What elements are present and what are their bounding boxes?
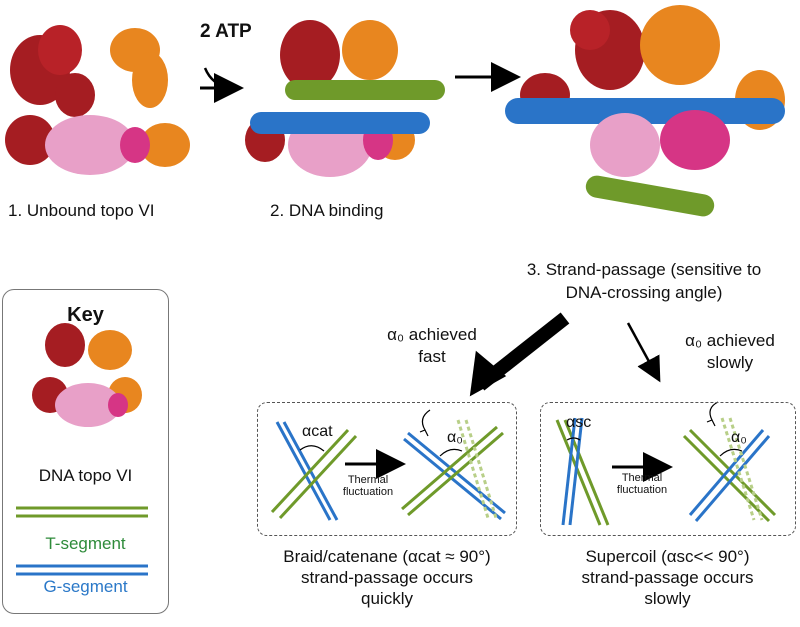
slow-branch-line-2: slowly (706, 353, 754, 372)
step-2-label: 2. DNA binding (270, 201, 384, 220)
supercoil-result-caption: Supercoil (αsc<< 90°) strand-passage occ… (535, 546, 800, 609)
braid-result-caption: Braid/catenane (αcat ≈ 90°) strand-passa… (252, 546, 522, 609)
key-title: Key (67, 304, 104, 326)
supercoil-panel (540, 402, 796, 536)
braid-result-line-2: strand-passage occurs (301, 568, 473, 587)
step-3-line-1: 3. Strand-passage (sensitive to (526, 260, 762, 279)
key-t-segment-icon (16, 506, 148, 518)
key-t-segment-label: T-segment (45, 534, 126, 553)
braid-panel (257, 402, 517, 536)
fast-branch-line-1: α₀ achieved (387, 325, 477, 344)
thermal-label-right: Thermal fluctuation (602, 472, 682, 496)
key-topo-vi-icon (32, 323, 142, 427)
key-legend: Key DNA topo VI T-segment G-segment (2, 289, 169, 614)
key-g-segment-label: G-segment (43, 577, 128, 596)
braid-alpha0-crossing (401, 409, 506, 521)
key-topo-label: DNA topo VI (38, 466, 133, 485)
slow-branch-arrow (626, 322, 661, 383)
thermal-right-line-2: fluctuation (616, 484, 668, 496)
alpha-cat-label: αcat (302, 423, 333, 440)
thermal-left-line-1: Thermal (347, 474, 389, 486)
supercoil-result-line-3: slowly (644, 589, 691, 608)
topo-vi-strand-passage-structure (505, 5, 785, 217)
alpha-sc-label: αsc (566, 414, 592, 431)
slow-branch-label: α₀ achieved slowly (670, 330, 790, 374)
alpha-0-supercoil-label: α₀ (731, 429, 747, 446)
supercoil-alpha0-crossing (682, 401, 777, 523)
supercoil-initial-crossing (555, 417, 610, 526)
fast-branch-label: α₀ achieved fast (372, 324, 492, 368)
thermal-left-line-2: fluctuation (342, 486, 394, 498)
supercoil-result-line-1: Supercoil (αsc<< 90°) (585, 547, 750, 566)
key-g-segment-icon (16, 564, 148, 576)
topo-vi-unbound-structure (5, 25, 190, 175)
atp-label: 2 ATP (200, 21, 252, 42)
thermal-right-line-1: Thermal (621, 472, 663, 484)
braid-result-line-1: Braid/catenane (αcat ≈ 90°) (283, 547, 491, 566)
braid-result-line-3: quickly (361, 589, 413, 608)
topo-vi-dna-bound-structure (245, 20, 445, 177)
step-3-label: 3. Strand-passage (sensitive to DNA-cros… (494, 258, 794, 304)
fast-branch-arrowhead (469, 350, 507, 397)
step-3-line-2: DNA-crossing angle) (565, 283, 723, 302)
braid-initial-crossing (270, 421, 358, 521)
alpha-0-braid-label: α₀ (447, 429, 463, 446)
thermal-label-left: Thermal fluctuation (328, 474, 408, 498)
step-1-label: 1. Unbound topo VI (8, 201, 155, 220)
slow-branch-line-1: α₀ achieved (685, 331, 775, 350)
supercoil-result-line-2: strand-passage occurs (581, 568, 754, 587)
fast-branch-line-2: fast (418, 347, 446, 366)
